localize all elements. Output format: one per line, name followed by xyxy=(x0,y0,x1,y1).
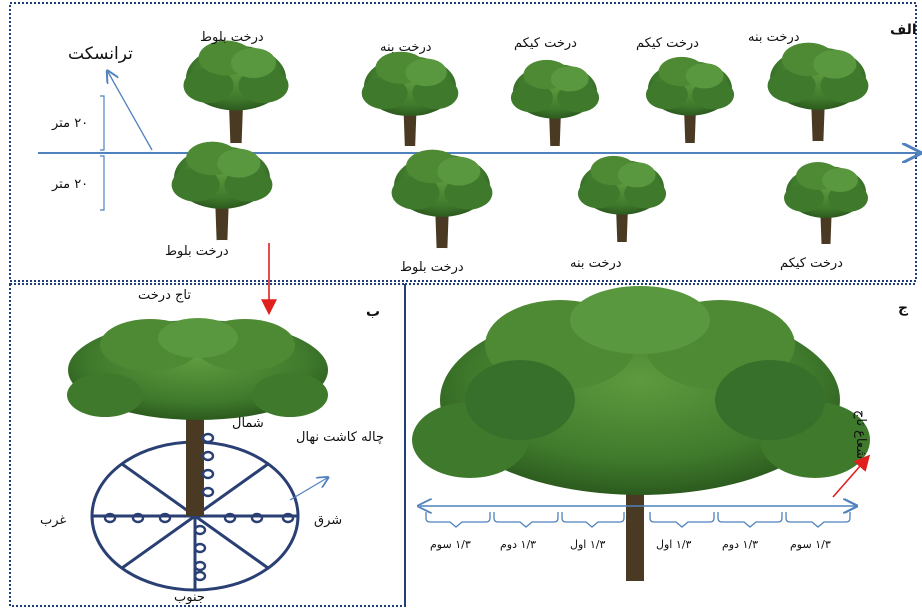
tree-pistachio-bottom xyxy=(576,154,668,244)
crown-label: تاج درخت xyxy=(138,288,191,303)
direction-south: جنوب xyxy=(174,590,205,605)
bottom-tree-label-1: درخت بلوط xyxy=(165,244,229,259)
top-tree-label-3: درخت کیکم xyxy=(514,36,577,51)
tree-kikam-top-2 xyxy=(644,55,736,145)
top-tree-label-2: درخت بنه xyxy=(380,40,432,55)
bottom-tree-label-2: درخت بلوط xyxy=(400,260,464,275)
distance-label-top: ۲۰ متر xyxy=(52,116,89,131)
panel-a-letter: الف xyxy=(890,22,917,38)
tree-b-trunk xyxy=(186,404,204,516)
top-tree-label-5: درخت بنه xyxy=(748,30,800,45)
tree-oak-bottom-1 xyxy=(169,139,275,242)
crown-radius-label: شعاع تاج xyxy=(853,410,868,459)
segment-left-1: ۱/۳ سوم xyxy=(430,538,471,551)
tree-kikam-top-1 xyxy=(509,58,601,148)
tree-pistachio-top-2 xyxy=(765,40,871,143)
direction-east: شرق xyxy=(314,513,343,528)
tree-oak-top xyxy=(181,38,291,145)
distance-bracket-bottom xyxy=(100,155,105,211)
tree-oak-bottom-2 xyxy=(389,147,495,250)
pit-label: چاله کاشت نهال xyxy=(296,430,385,445)
transect-label: ترانسکت xyxy=(68,44,133,64)
bottom-tree-label-4: درخت کیکم xyxy=(780,256,843,271)
tree-kikam-bottom xyxy=(782,160,870,246)
panel-a-frame xyxy=(9,2,917,282)
tree-pistachio-top-1 xyxy=(359,49,461,148)
direction-north: شمال xyxy=(232,416,264,431)
segment-left-3: ۱/۳ اول xyxy=(570,538,606,551)
pit-circles xyxy=(103,432,295,582)
direction-west: غرب xyxy=(40,513,67,528)
pit-pointer-arrow xyxy=(289,478,327,501)
tree-c-trunk xyxy=(626,470,644,581)
panel-b-letter: ب xyxy=(366,304,381,320)
top-tree-label-1: درخت بلوط xyxy=(200,30,264,45)
distance-label-bottom: ۲۰ متر xyxy=(52,177,89,192)
segment-right-1: ۱/۳ اول xyxy=(656,538,692,551)
tree-b-crown xyxy=(67,318,328,420)
tree-c-crown xyxy=(412,286,870,495)
segment-right-3: ۱/۳ سوم xyxy=(790,538,831,551)
segment-braces xyxy=(425,512,851,528)
top-tree-label-4: درخت کیکم xyxy=(636,36,699,51)
segment-left-2: ۱/۳ دوم xyxy=(500,538,537,551)
bottom-tree-label-3: درخت بنه xyxy=(570,256,622,271)
segment-right-2: ۱/۳ دوم xyxy=(722,538,759,551)
panel-c-letter: ج xyxy=(898,300,909,316)
radius-red-arrow xyxy=(832,454,871,498)
distance-bracket-top xyxy=(100,95,105,151)
transect-pointer-arrow xyxy=(108,72,153,151)
